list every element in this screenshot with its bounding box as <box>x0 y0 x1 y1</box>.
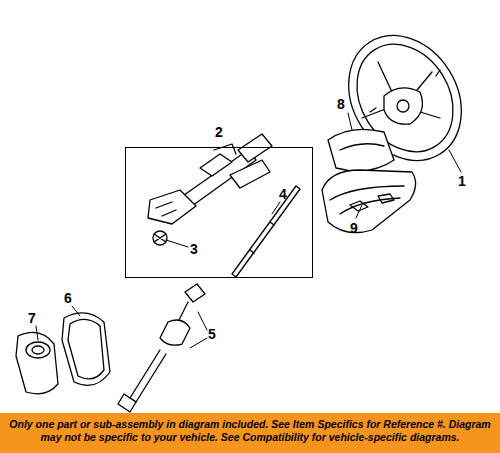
main-shaft <box>232 186 300 277</box>
assembly-frame: 2 <box>125 147 313 278</box>
callout-number: 3 <box>190 241 198 257</box>
callout-number: 4 <box>279 186 287 202</box>
dust-boot <box>16 332 58 393</box>
callout-number: 7 <box>28 310 36 326</box>
callout-number: 5 <box>208 326 216 342</box>
callout-number: 9 <box>350 220 358 236</box>
callout-number: 6 <box>64 290 72 306</box>
callout-number: 1 <box>458 173 466 189</box>
notice-band: Only one part or sub-assembly in diagram… <box>0 413 500 453</box>
steering-column <box>148 134 272 245</box>
steering-wheel <box>326 14 484 181</box>
column-cover <box>322 129 416 232</box>
callout-number: 8 <box>337 96 345 112</box>
leader-lines <box>36 113 461 348</box>
notice-text: Only one part or sub-assembly in diagram… <box>0 413 500 449</box>
intermediate-shaft <box>118 284 205 412</box>
seal-plate <box>62 313 110 385</box>
callout-number: 2 <box>126 124 312 140</box>
